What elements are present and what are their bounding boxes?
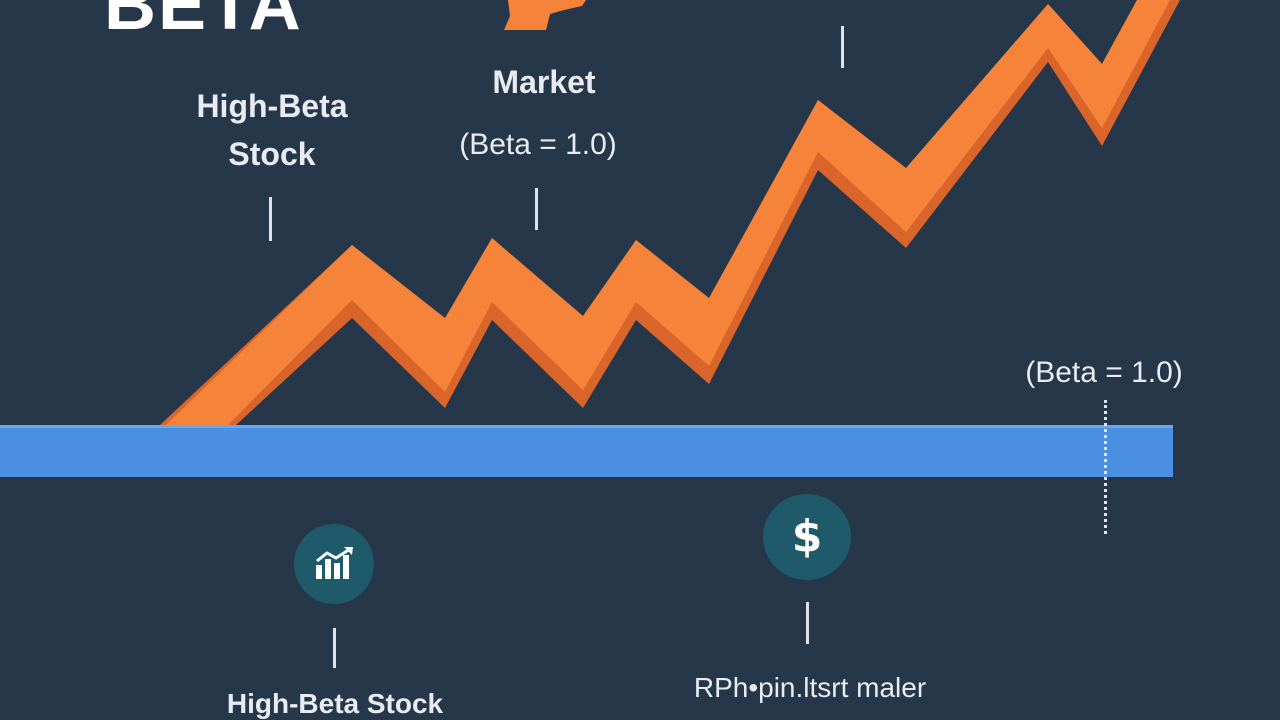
- top-connector: [841, 26, 844, 68]
- bottom-high-beta-stock-label: High-Beta Stock: [226, 688, 444, 719]
- title-beta: BETA: [104, 0, 303, 45]
- bar-chart-growth-glyph: [316, 547, 353, 579]
- dollar-coin-icon: $: [763, 494, 851, 580]
- high-beta-line2: Stock: [228, 136, 316, 172]
- market-label: Market: [492, 64, 596, 100]
- right-dotted-connector: [1104, 400, 1107, 534]
- market-connector: [535, 188, 538, 230]
- high-beta-stock-label: High-Beta Stock: [172, 82, 372, 178]
- left-icon-connector: [333, 628, 336, 668]
- zigzag-face: [166, 0, 1170, 425]
- bottom-right-label: RPh•pin.ltsrt maler: [693, 672, 927, 703]
- market-beta-label: (Beta = 1.0): [459, 128, 617, 161]
- dollar-glyph: $: [791, 511, 823, 562]
- high-beta-connector: [269, 197, 272, 241]
- market-baseline-bar: [0, 425, 1173, 477]
- right-beta-label: (Beta = 1.0): [1025, 356, 1183, 389]
- bar-chart-growth-icon: [294, 524, 374, 604]
- orange-head-icon: [504, 0, 586, 30]
- high-beta-line1: High-Beta: [196, 88, 348, 124]
- right-icon-connector: [806, 602, 809, 644]
